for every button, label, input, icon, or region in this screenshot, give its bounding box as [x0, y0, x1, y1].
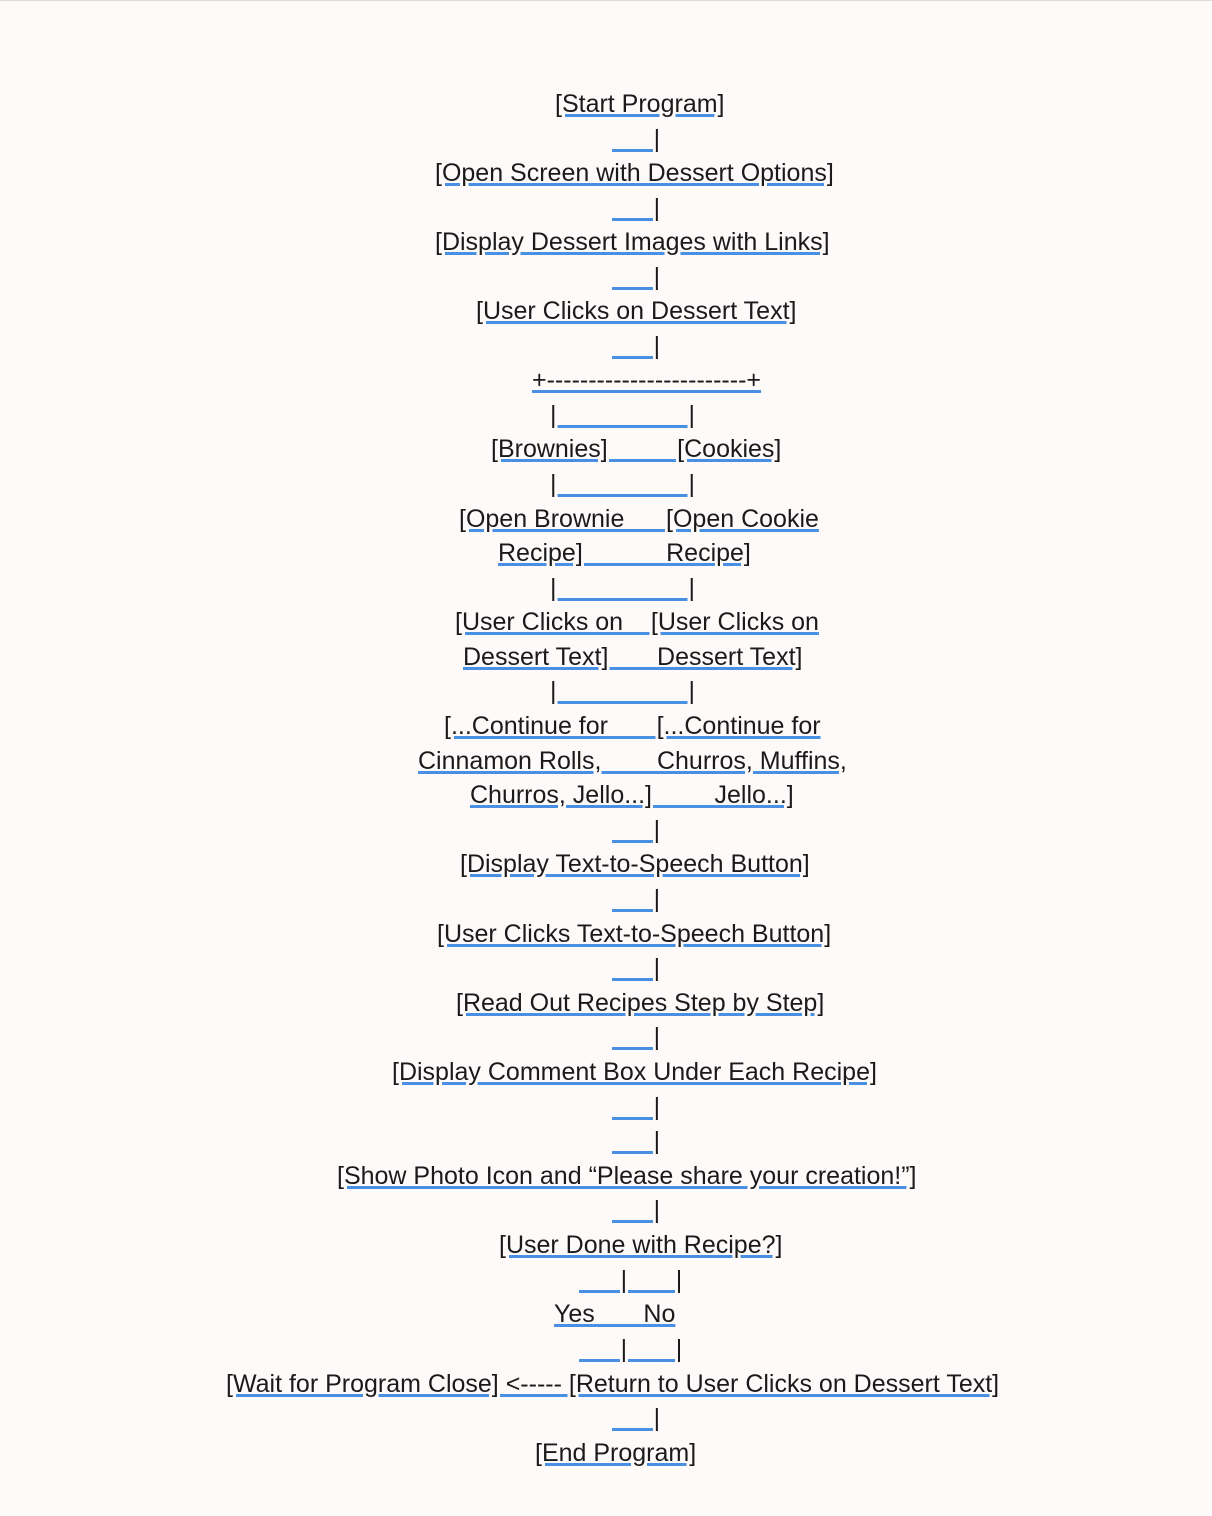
connector-9: | [612, 1093, 661, 1121]
node-user-done: [User Done with Recipe?] [499, 1231, 783, 1259]
decision-pipes-2: | | [579, 1335, 683, 1363]
connector-1: | [612, 125, 661, 153]
connector-2: | [612, 194, 661, 222]
node-user-clicks-text: [User Clicks on Dessert Text] [476, 297, 797, 325]
node-continue-line2: Cinnamon Rolls, Churros, Muffins, [418, 747, 847, 775]
connector-8: | [612, 1023, 661, 1051]
connector-7: | [612, 954, 661, 982]
branch-pipes-3: | | [550, 574, 695, 602]
connector-6: | [612, 885, 661, 913]
node-display-comment-box: [Display Comment Box Under Each Recipe] [392, 1058, 877, 1086]
node-display-tts-button: [Display Text-to-Speech Button] [460, 850, 810, 878]
connector-4: | [612, 332, 661, 360]
node-display-images: [Display Dessert Images with Links] [435, 228, 830, 256]
decision-pipes-1: | | [579, 1266, 683, 1294]
connector-12: | [612, 1404, 661, 1432]
node-end-program: [End Program] [535, 1439, 697, 1467]
node-show-photo-icon: [Show Photo Icon and “Please share your … [337, 1162, 917, 1190]
connector-3: | [612, 263, 661, 291]
node-open-recipe-line2: Recipe] Recipe] [498, 539, 751, 567]
node-open-screen: [Open Screen with Dessert Options] [435, 159, 834, 187]
node-branch-clicks-line1: [User Clicks on [User Clicks on [455, 608, 819, 636]
top-border [0, 0, 1212, 1]
node-brownies-cookies: [Brownies] [Cookies] [491, 435, 782, 463]
node-user-clicks-tts: [User Clicks Text-to-Speech Button] [437, 920, 832, 948]
node-branch-clicks-line2: Dessert Text] Dessert Text] [463, 643, 803, 671]
branch-pipes-2: | | [550, 470, 695, 498]
node-read-out-recipes: [Read Out Recipes Step by Step] [456, 989, 825, 1017]
branch-split: +------------------------+ [532, 366, 762, 394]
node-wait-or-return: [Wait for Program Close] <----- [Return … [226, 1370, 1000, 1398]
branch-pipes-4: | | [550, 677, 695, 705]
decision-yes-no: Yes No [554, 1300, 676, 1328]
node-continue-line3: Churros, Jello...] Jello...] [470, 781, 794, 809]
node-start-program: [Start Program] [555, 90, 725, 118]
node-open-recipe-line1: [Open Brownie [Open Cookie [459, 505, 819, 533]
connector-11: | [612, 1196, 661, 1224]
node-continue-line1: [...Continue for [...Continue for [444, 712, 821, 740]
connector-10: | [612, 1127, 661, 1155]
connector-5: | [612, 816, 661, 844]
branch-pipes-1: | | [550, 401, 695, 429]
